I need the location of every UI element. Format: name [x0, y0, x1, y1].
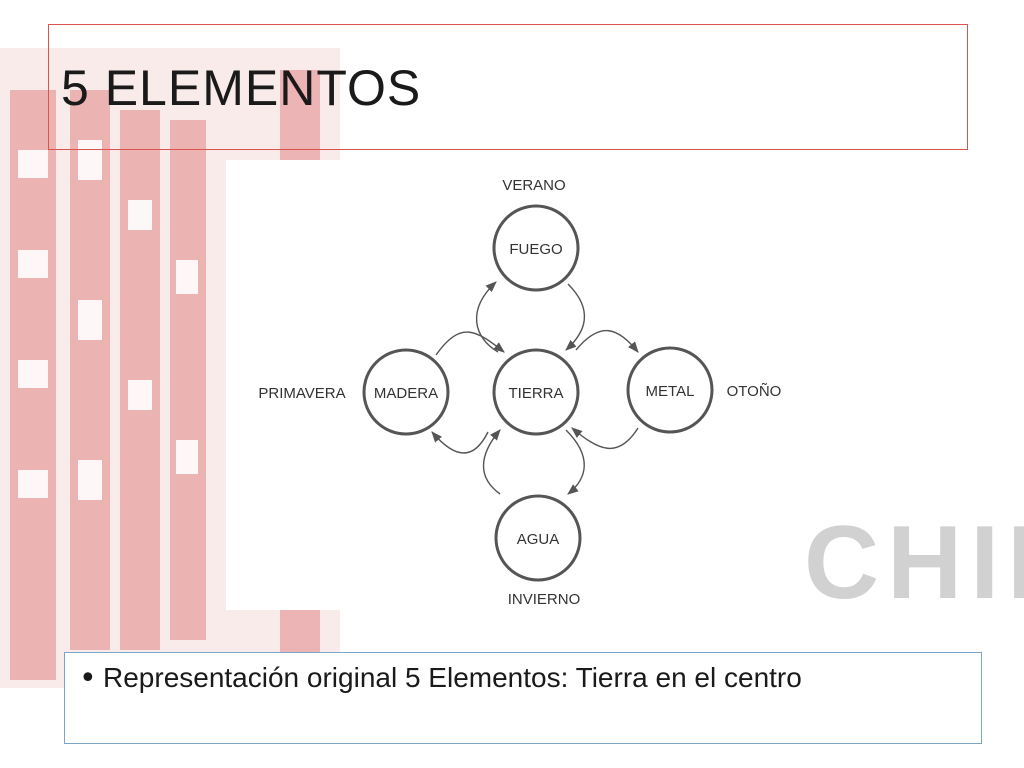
season-primavera: PRIMAVERA [258, 385, 345, 402]
node-tierra-label: TIERRA [508, 385, 563, 402]
arrow-agua-to-tierra [482, 429, 501, 495]
node-madera-label: MADERA [374, 385, 438, 402]
arrow-tierra-to-madera [431, 431, 489, 454]
node-agua-label: AGUA [517, 531, 560, 548]
watermark-china: CHINA [804, 505, 1024, 621]
node-metal: METAL [626, 346, 714, 434]
season-invierno: INVIERNO [508, 591, 581, 608]
caption-box: • Representación original 5 Elementos: T… [64, 652, 982, 744]
slide-title: 5 ELEMENTOS [61, 60, 422, 116]
arrow-madera-to-tierra [435, 331, 505, 356]
node-metal-label: METAL [646, 383, 695, 400]
node-agua: AGUA [494, 494, 582, 582]
season-otono: OTOÑO [727, 383, 782, 400]
arrow-tierra-to-fuego [476, 281, 499, 353]
node-fuego-label: FUEGO [509, 241, 562, 258]
title-box: 5 ELEMENTOS [48, 24, 968, 150]
arrow-metal-to-tierra [571, 427, 639, 449]
node-fuego: FUEGO [492, 204, 580, 292]
arrow-tierra-to-agua [565, 429, 585, 495]
bullet-icon: • [79, 661, 97, 696]
season-verano: VERANO [502, 177, 565, 194]
arrow-fuego-to-tierra [565, 283, 585, 351]
caption-text: Representación original 5 Elementos: Tie… [103, 662, 802, 693]
node-madera: MADERA [362, 348, 450, 436]
diagram-panel: FUEGO TIERRA MADERA METAL AGUA VERANO PR… [226, 160, 808, 610]
five-elements-diagram: FUEGO TIERRA MADERA METAL AGUA VERANO PR… [258, 177, 782, 608]
arrow-tierra-to-metal [575, 330, 639, 353]
node-tierra: TIERRA [492, 348, 580, 436]
